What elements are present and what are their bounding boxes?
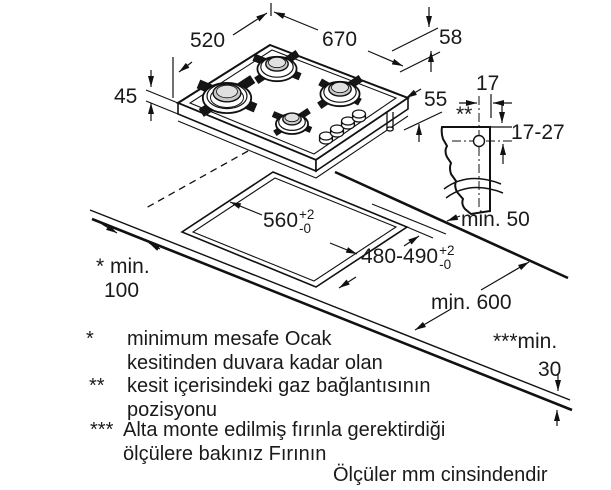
dimension-lines-worktop [101,201,561,426]
footnote-3-line2: ölçülere bakınız Fırının [123,443,327,465]
dim-55-label: 55 [424,88,448,111]
units-note: Ölçüler mm cinsindendir [333,464,548,486]
cutout-width-tolerance: +2 -0 [299,208,314,236]
min-30-label-line2: 30 [538,358,562,381]
dim-520-label: 520 [190,29,226,52]
worktop-cutout [180,171,434,288]
burner-front [271,108,313,136]
tolerance-plus: +2 [439,243,455,258]
gas-pipe [386,112,394,132]
worktop-back-wall-edge [334,170,569,280]
footnote-1-line1: minimum mesafe Ocak [127,328,332,350]
cutout-width-value: 560 [263,209,299,232]
control-knobs [318,109,367,145]
cutout-width-dimension: 560 +2 -0 [263,208,314,236]
footnote-1-line2: kesitinden duvara kadar olan [127,352,383,374]
min-50-label: min. 50 [461,208,530,231]
burner-back [252,50,302,84]
footnote-3-marker: *** [90,419,114,441]
dim-58-label: 58 [439,26,463,49]
worktop-front-edge [89,209,573,412]
burner-right [317,75,363,109]
cutout-depth-tolerance: +2 -0 [439,244,454,272]
section-detail [440,94,513,222]
tolerance-minus: -0 [439,256,452,272]
cutout-depth-value: 480-490 [361,245,439,268]
dimension-lines-top [148,3,443,142]
dim-17-27-label: 17-27 [511,121,565,144]
dim-17-label: 17 [476,72,500,95]
hob-body [145,43,411,179]
footnote-2-marker: ** [89,375,105,397]
tolerance-minus: -0 [299,220,312,236]
footnote-2-line2: pozisyonu [127,399,218,421]
burner-left-wok [196,75,258,117]
dim-670-label: 670 [322,28,358,51]
cutout-depth-dimension: 480-490 +2 -0 [361,244,454,272]
gas-position-marker: ** [456,103,473,126]
dim-45-label: 45 [114,85,138,108]
min-600-label: min. 600 [431,291,512,314]
footnote-3-line1: Alta monte edilmiş fırınla gerektirdiği [123,419,446,441]
projection-dashed-line [145,150,249,209]
footnote-1-marker: * [86,328,94,350]
min-100-label-line1: * min. [96,255,150,278]
min-30-label-line1: ***min. [493,330,558,353]
tolerance-plus: +2 [299,207,315,222]
min-100-label-line2: 100 [104,279,140,302]
footnote-2-line1: kesit içerisindeki gaz bağlantısının [127,375,431,397]
